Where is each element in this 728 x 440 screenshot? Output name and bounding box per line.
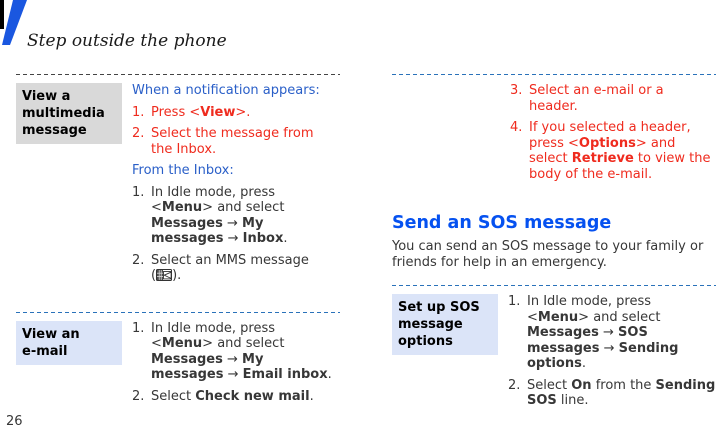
section-view-multimedia-message: View a multimedia message When a notific… — [16, 83, 340, 290]
section-content: When a notification appears: 1. Press <V… — [132, 83, 340, 290]
section-content: 1. In Idle mode, press <Menu> and select… — [132, 321, 340, 411]
step-number: 2. — [132, 126, 145, 141]
corner-black-bar — [0, 0, 4, 29]
step-number: 1. — [132, 320, 145, 336]
step-number: 3. — [510, 83, 523, 98]
section-label-set-up-sos: Set up SOS message options — [392, 294, 498, 355]
corner-blue-slash-icon — [2, 0, 27, 45]
intro-text: When a notification appears: — [132, 83, 320, 98]
step: 1. In Idle mode, press <Menu> and select… — [132, 185, 340, 247]
step-text: Select an MMS message (). — [151, 253, 340, 284]
dashed-divider — [392, 285, 716, 286]
mms-message-icon — [156, 269, 173, 281]
step-number: 2. — [508, 377, 521, 393]
section-view-an-email: View an e-mail 1. In Idle mode, press <M… — [16, 320, 340, 411]
step: 1. Press <View>. — [132, 105, 340, 121]
step-text-after-icon: ). — [172, 268, 182, 283]
step-text: Select the message from the Inbox. — [151, 126, 314, 157]
section-label-view-multimedia-message: View a multimedia message — [16, 83, 122, 144]
step: 3. Select an e-mail or a header. — [510, 83, 716, 114]
step-number: 1. — [508, 294, 521, 309]
intro-text: From the Inbox: — [132, 163, 234, 178]
step: 2. Select On from the Sending SOS line. — [508, 378, 716, 409]
step-text: In Idle mode, press <Menu> and select Me… — [527, 294, 679, 371]
step-text: In Idle mode, press <Menu> and select Me… — [151, 320, 332, 383]
dashed-divider — [16, 311, 340, 313]
continued-steps: 3. Select an e-mail or a header. 4. If y… — [510, 83, 716, 182]
section-heading-send-sos: Send an SOS message — [392, 213, 612, 233]
step-text-before-icon: Select an MMS message ( — [151, 252, 309, 284]
step-text: Select Check new mail. — [151, 388, 314, 404]
step-text: Select an e-mail or a header. — [529, 83, 664, 114]
step-number: 2. — [132, 388, 145, 404]
right-column: 3. Select an e-mail or a header. 4. If y… — [392, 68, 716, 415]
left-column: View a multimedia message When a notific… — [16, 68, 340, 410]
section-content: 1. In Idle mode, press <Menu> and select… — [508, 294, 716, 415]
section-label-view-an-email: View an e-mail — [16, 320, 122, 365]
step-text: In Idle mode, press <Menu> and select Me… — [151, 184, 288, 247]
step-number: 1. — [132, 104, 145, 120]
section-set-up-sos: Set up SOS message options 1. In Idle mo… — [392, 294, 716, 415]
dashed-divider — [392, 74, 716, 75]
step-text: Select On from the Sending SOS line. — [527, 377, 716, 409]
dashed-divider — [16, 74, 340, 75]
page-number: 26 — [6, 414, 23, 429]
step-number: 2. — [132, 252, 145, 268]
step: 4. If you selected a header, press <Opti… — [510, 120, 716, 182]
page-title: Step outside the phone — [27, 31, 227, 51]
step-number: 4. — [510, 120, 523, 135]
step: 2. Select an MMS message (). — [132, 253, 340, 284]
step: 2. Select Check new mail. — [132, 389, 340, 405]
step: 1. In Idle mode, press <Menu> and select… — [508, 294, 716, 372]
step-number: 1. — [132, 184, 145, 200]
step-text: If you selected a header, press <Options… — [529, 120, 711, 182]
step: 1. In Idle mode, press <Menu> and select… — [132, 321, 340, 383]
body-paragraph: You can send an SOS message to your fami… — [392, 239, 704, 270]
step: 2. Select the message from the Inbox. — [132, 126, 340, 157]
step-text: Press <View>. — [151, 104, 251, 120]
